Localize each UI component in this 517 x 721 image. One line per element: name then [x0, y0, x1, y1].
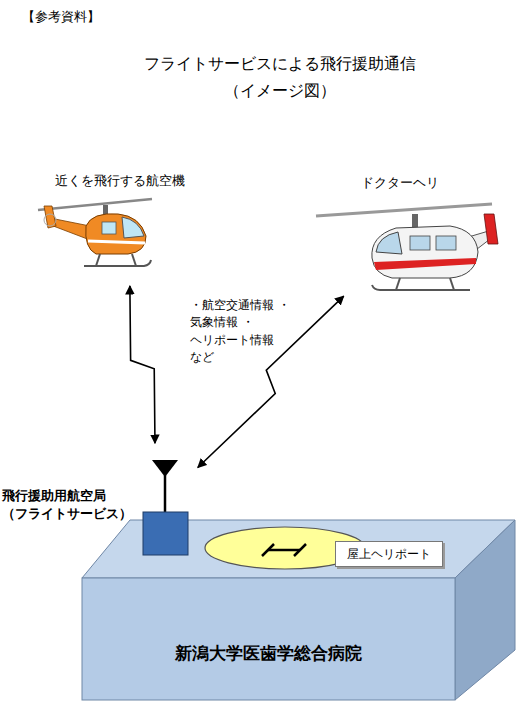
helipad-label-box: 屋上ヘリポート [335, 541, 443, 567]
side-window [102, 222, 116, 234]
diagram-title: フライトサービスによる飛行援助通信 （イメージ図） [136, 50, 424, 104]
radio-link-arrow [130, 286, 155, 443]
body-stripe [88, 241, 145, 243]
windshield [376, 232, 402, 254]
node-text: 新潟大学医歯学総合病院 [82, 642, 455, 666]
antenna-symbol [152, 460, 178, 477]
doctor-helicopter [316, 204, 498, 290]
skid-strut [396, 278, 400, 290]
node-text: 飛行援助用航空局 （フライトサービス） [2, 487, 137, 523]
helicopter-body [372, 226, 478, 278]
windshield [122, 217, 144, 238]
rotor-blade [316, 204, 492, 216]
station-shape [140, 455, 190, 557]
front-face [82, 578, 455, 700]
skid [84, 260, 151, 266]
tail-fin [484, 214, 498, 244]
side-window [410, 236, 430, 250]
aircraft-node: 近くを飛行する航空機 [40, 170, 200, 278]
antenna-mast [164, 475, 167, 512]
orange-helicopter [38, 199, 152, 266]
skid [372, 285, 470, 290]
side-face [455, 520, 515, 700]
side-window [436, 236, 456, 250]
doctor-heli-node: ドクターヘリ [305, 170, 495, 290]
body-stripe [374, 258, 476, 270]
node-text: 屋上ヘリポート [336, 546, 442, 563]
tail-rotor [44, 214, 56, 226]
skid-strut [96, 254, 100, 266]
skid-strut [132, 254, 136, 266]
rotor-mast [412, 214, 418, 228]
info-note: ・航空交通情報 ・気象情報 ・ヘリポート情報 など [190, 297, 294, 367]
hospital-building: 新潟大学医歯学総合病院飛行援助用航空局 （フライトサービス）屋上ヘリポート [82, 518, 516, 702]
skid-strut [450, 278, 454, 290]
helicopter-body [86, 214, 146, 254]
station-box [143, 512, 188, 555]
rotor-blade [38, 199, 152, 210]
node-text: 近くを飛行する航空機 [40, 172, 200, 190]
flight-service-station: 飛行援助用航空局 （フライトサービス） [140, 455, 190, 557]
reference-tag: 【参考資料】 [22, 8, 152, 26]
tail-fin [44, 206, 56, 228]
node-text: ドクターヘリ [305, 174, 495, 192]
